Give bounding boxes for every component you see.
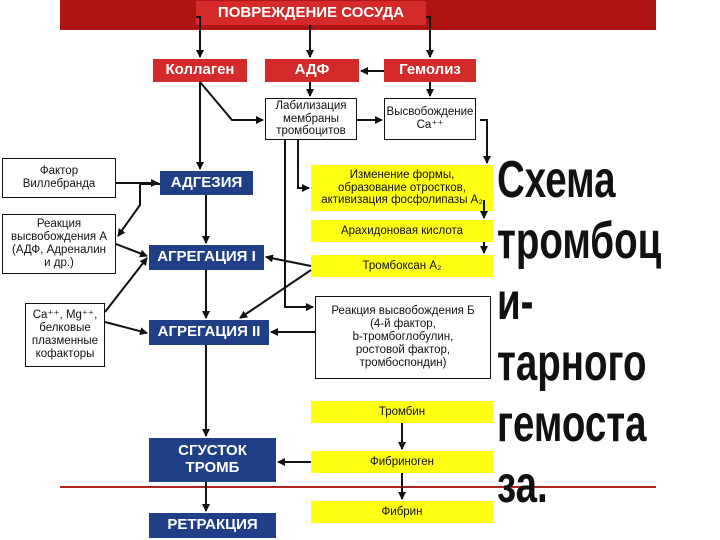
shape-change-box: Изменение формы, образование отростков, …: [311, 165, 493, 211]
title-line-6: за.: [497, 456, 548, 514]
arrow-damage-hemolysis: [426, 16, 434, 58]
vessel-damage-box: ПОВРЕЖДЕНИЕ СОСУДА: [196, 1, 426, 25]
title-line-5: гемоста: [497, 395, 647, 453]
labilization-box: Лабилизация мембраны тромбоцитов: [265, 98, 357, 140]
fibrin-box: Фибрин: [311, 501, 493, 523]
retraction-box: РЕТРАКЦИЯ: [149, 513, 276, 538]
collagen-label: Коллаген: [165, 61, 235, 79]
fibrinogen-box: Фибриноген: [311, 451, 493, 473]
aggregation2-label: АГРЕГАЦИЯ II: [157, 323, 261, 341]
willebrand-line-2: Виллебранда: [22, 178, 96, 190]
thromboxane-box: Тромбоксан А₂: [311, 255, 493, 277]
aggregation1-box: АГРЕГАЦИЯ I: [149, 245, 264, 270]
release-b-line-3: b-тромбоглобулин,: [352, 331, 454, 344]
fibrinogen-label: Фибриноген: [369, 455, 434, 468]
clot-line-2: ТРОМБ: [185, 459, 240, 476]
release-b-box: Реакция высвобождения Б (4-й фактор, b-т…: [315, 296, 491, 379]
release-b-line-1: Реакция высвобождения Б: [331, 305, 475, 318]
vessel-damage-label: ПОВРЕЖДЕНИЕ СОСУДА: [217, 3, 405, 21]
release-a-line-3: (АДФ, Адреналин: [12, 244, 106, 256]
arrow-thromboxane-aggregation1: [265, 254, 312, 267]
release-a-line-2: высвобождения А: [10, 231, 108, 244]
release-a-line-4: и др.): [44, 256, 74, 269]
willebrand-box: Фактор Виллебранда: [2, 158, 116, 198]
release-b-line-5: тромбоспондин): [359, 356, 447, 369]
title-line-2: тромбоц: [497, 212, 662, 270]
cofactors-line-4: кофакторы: [35, 347, 95, 360]
adp-box: АДФ: [265, 59, 359, 82]
shape-change-line-3: активизация фосфолипазы А₂: [321, 194, 483, 207]
shape-change-line-1: Изменение формы,: [349, 168, 455, 181]
arrow-collagen-labilization: [199, 81, 264, 124]
divider-line: [60, 486, 656, 488]
labilization-line-2: мембраны: [282, 112, 340, 125]
adhesion-box: АДГЕЗИЯ: [160, 171, 253, 195]
arachidonic-label: Арахидоновая кислота: [340, 224, 463, 237]
release-a-line-1: Реакция: [36, 218, 82, 231]
diagram-title: Схема тромбоц и- тарного гемоста за.: [497, 150, 661, 516]
arrow-cofactors-aggregation1: [104, 257, 148, 313]
aggregation1-label: АГРЕГАЦИЯ I: [157, 248, 256, 266]
thromboxane-label: Тромбоксан А₂: [362, 259, 442, 272]
arrow-thromboxane-aggregation2: [239, 269, 312, 319]
arrow-cofactors-aggregation2: [104, 321, 148, 336]
cofactors-line-3: плазменные: [31, 335, 99, 347]
arrow-damage-collagen: [196, 16, 204, 58]
hemolysis-label: Гемолиз: [399, 61, 461, 79]
title-line-3: и-: [497, 273, 534, 331]
release-b-line-4: ростовой фактор,: [355, 343, 451, 356]
adhesion-label: АДГЕЗИЯ: [170, 173, 243, 191]
release-ca-box: Высвобождение Ca⁺⁺: [384, 98, 476, 140]
arrow-labilization-shape: [297, 140, 310, 192]
labilization-line-3: тромбоцитов: [276, 125, 346, 138]
arachidonic-box: Арахидоновая кислота: [311, 220, 493, 242]
arrow-labilization-releaseb: [284, 140, 314, 311]
thrombin-label: Тромбин: [378, 405, 426, 418]
cofactors-line-2: белковые: [39, 322, 91, 335]
arrow-adhesion-releasea: [117, 183, 160, 237]
arrow-releasea-aggregation1: [115, 243, 148, 258]
hemolysis-box: Гемолиз: [384, 59, 476, 82]
title-line-4: тарного: [497, 334, 647, 392]
arrow-releaseca-shape: [480, 119, 491, 164]
thrombin-box: Тромбин: [311, 401, 493, 423]
retraction-label: РЕТРАКЦИЯ: [167, 516, 258, 534]
willebrand-line-1: Фактор: [39, 165, 79, 178]
aggregation2-box: АГРЕГАЦИЯ II: [149, 320, 269, 345]
fibrin-label: Фибрин: [381, 505, 423, 518]
release-ca-line-2: Ca⁺⁺: [416, 119, 444, 131]
clot-line-1: СГУСТОК: [178, 442, 247, 460]
release-a-box: Реакция высвобождения А (АДФ, Адреналин …: [2, 214, 116, 274]
release-ca-line-1: Высвобождение: [386, 106, 474, 119]
cofactors-box: Ca⁺⁺, Mg⁺⁺, белковые плазменные кофактор…: [25, 303, 105, 367]
release-b-line-2: (4-й фактор,: [370, 318, 436, 331]
labilization-line-1: Лабилизация: [275, 99, 347, 112]
adp-label: АДФ: [294, 61, 330, 79]
clot-box: СГУСТОК ТРОМБ: [149, 438, 276, 482]
shape-change-line-2: образование отростков,: [337, 181, 466, 194]
collagen-box: Коллаген: [153, 59, 247, 82]
cofactors-line-1: Ca⁺⁺, Mg⁺⁺,: [32, 309, 98, 322]
title-line-1: Схема: [497, 151, 616, 209]
